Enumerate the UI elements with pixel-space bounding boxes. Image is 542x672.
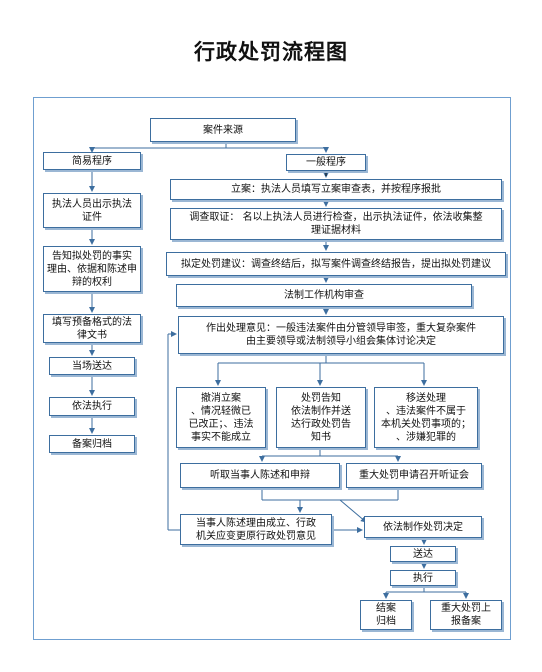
make-decision-box: 依法制作处罚决定 bbox=[364, 516, 482, 538]
page-title: 行政处罚流程图 bbox=[194, 40, 348, 64]
investigation-box: 调查取证： 名以上执法人员进行检查，出示执法证件，依法收集整 理证据材料 bbox=[170, 208, 502, 240]
archive-general-box: 结案 归档 bbox=[360, 600, 412, 630]
deliver-on-spot-box: 当场送达 bbox=[49, 357, 135, 375]
execute-general-box: 执行 bbox=[390, 570, 456, 586]
simple-procedure-box: 简易程序 bbox=[43, 152, 141, 170]
flowchart-frame bbox=[33, 97, 511, 640]
general-procedure-box: 一般程序 bbox=[286, 154, 366, 171]
fill-document-box: 填写预备格式的法 律文书 bbox=[43, 314, 141, 343]
revoke-case-box: 撤消立案 、情况轻微已 已改正；、违法 事实不能成立 bbox=[176, 387, 266, 448]
hear-statement-box: 听取当事人陈述和申辩 bbox=[180, 463, 340, 488]
transfer-box: 移送处理 、违法案件不属于 本机关处罚事项的； 、涉嫌犯罪的 bbox=[374, 387, 478, 448]
proposal-box: 拟定处罚建议：调查终结后，拟写案件调查终结报告，提出拟处罚建议 bbox=[166, 252, 506, 276]
execute-by-law-box: 依法执行 bbox=[49, 397, 135, 416]
report-major-box: 重大处罚上 报备案 bbox=[430, 600, 502, 630]
inform-rights-box: 告知拟处罚的事实 理由、依据和陈述申 辩的权利 bbox=[43, 246, 141, 292]
penalty-notice-box: 处罚告知 依法制作并送 达行政处罚告 知书 bbox=[276, 387, 366, 448]
register-case-box: 立案：执法人员填写立案审查表，并按程序报批 bbox=[170, 179, 502, 200]
hearing-box: 重大处罚申请召开听证会 bbox=[346, 463, 482, 488]
file-record-box: 备案归档 bbox=[49, 435, 135, 453]
legal-review-box: 法制工作机构审查 bbox=[176, 284, 472, 307]
show-credentials-box: 执法人员出示执法 证件 bbox=[43, 193, 141, 228]
decision-opinion-box: 作出处理意见：一般违法案件由分管领导审签，重大复杂案件 由主要领导或法制领导小组… bbox=[178, 316, 504, 354]
deliver-box: 送达 bbox=[390, 546, 456, 562]
case-source-box: 案件来源 bbox=[150, 118, 296, 142]
change-opinion-box: 当事人陈述理由成立、行政 机关应变更原行政处罚意见 bbox=[180, 514, 332, 545]
